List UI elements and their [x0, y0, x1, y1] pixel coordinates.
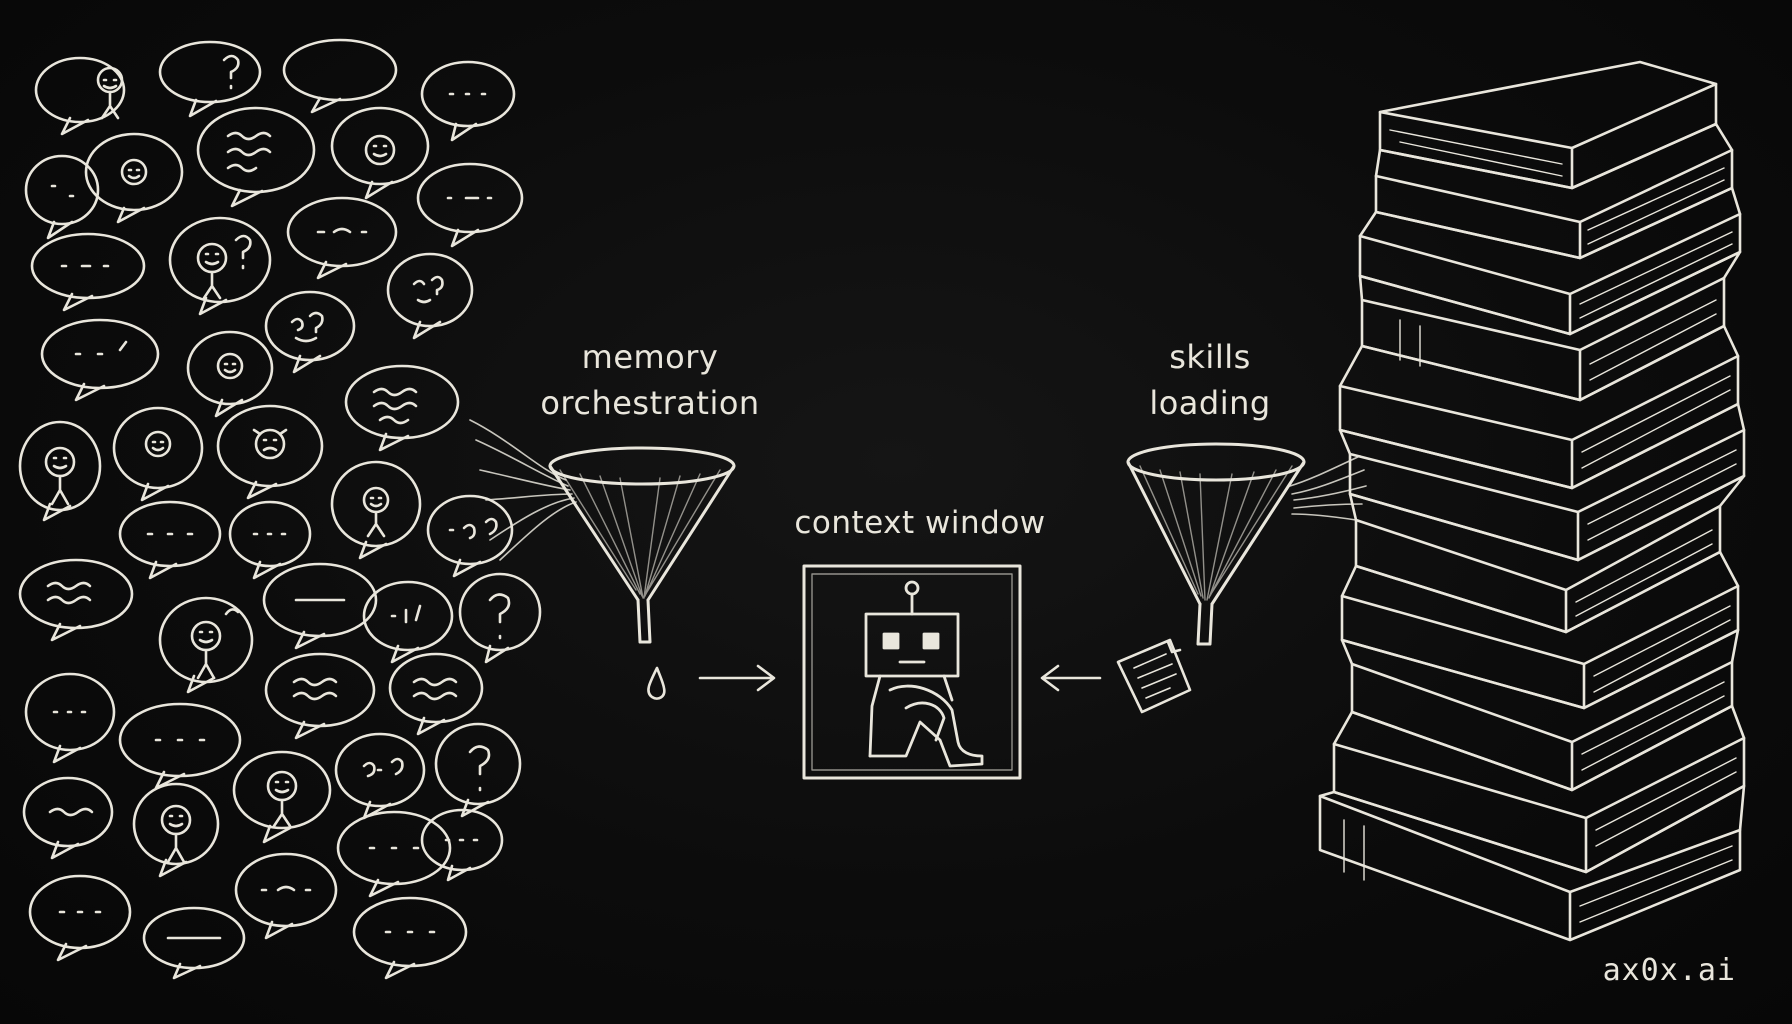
- speech-bubble-icon: [282, 38, 398, 114]
- speech-bubble-icon: [18, 420, 102, 522]
- book: [1340, 628, 1740, 792]
- speech-bubble-icon: [40, 318, 160, 402]
- memory-funnel-icon: [548, 446, 736, 644]
- book: [1378, 60, 1718, 190]
- speech-bubble-icon: [388, 652, 484, 736]
- speech-bubble-icon: [434, 722, 522, 818]
- skills-funnel-icon: [1126, 442, 1306, 646]
- context-window-label: context window: [794, 505, 1046, 541]
- speech-bubble-icon: [232, 750, 332, 844]
- book-stack-icon: [1318, 60, 1746, 942]
- speech-bubble-icon: [264, 290, 356, 374]
- skills-strands: [1289, 455, 1367, 521]
- speech-bubble-icon: [186, 330, 274, 418]
- skills-label-line1: skills: [1169, 338, 1251, 376]
- speech-bubble-icon: [420, 808, 504, 882]
- speech-bubble-icon: [18, 558, 134, 642]
- speech-bubble-icon: [118, 500, 222, 580]
- memory-orchestration-label: memory orchestration: [520, 334, 780, 426]
- context-window-frame: [802, 564, 1022, 780]
- skills-loading-label: skills loading: [1120, 334, 1300, 426]
- speech-bubble-icon: [168, 216, 272, 316]
- speech-bubble-icon: [420, 60, 516, 142]
- speech-bubble-icon: [112, 406, 204, 502]
- speech-bubble-icon: [458, 572, 542, 664]
- speech-bubble-icon: [158, 596, 254, 694]
- speech-bubble-icon: [286, 196, 398, 280]
- speech-bubble-icon: [330, 106, 430, 200]
- memory-strands: [469, 419, 577, 561]
- book: [1348, 474, 1746, 634]
- speech-bubble-icon: [264, 652, 376, 740]
- speech-bubble-icon: [118, 702, 242, 790]
- document-icon: [1116, 638, 1192, 714]
- robot-icon: [864, 580, 984, 768]
- skills-label-line2: loading: [1149, 384, 1271, 422]
- speech-bubble-icon: [228, 500, 312, 580]
- speech-bubble-icon: [334, 732, 426, 820]
- speech-bubble-icon: [196, 106, 316, 208]
- speech-bubble-icon: [234, 852, 338, 940]
- speech-bubble-icon: [262, 562, 378, 650]
- memory-label-line2: orchestration: [540, 384, 760, 422]
- speech-bubble-icon: [142, 906, 246, 980]
- speech-bubble-icon: [216, 404, 324, 500]
- drop-icon: [647, 666, 666, 700]
- speech-bubble-icon: [352, 896, 468, 980]
- speech-bubble-icon: [24, 154, 100, 240]
- speech-bubble-icon: [158, 40, 262, 118]
- book: [1340, 550, 1740, 710]
- speech-bubble-icon: [336, 810, 452, 898]
- speech-bubble-icon: [426, 494, 514, 578]
- book: [1338, 402, 1746, 562]
- book: [1358, 250, 1742, 402]
- speech-bubble-icon: [28, 874, 132, 962]
- speech-bubble-icon: [30, 232, 146, 312]
- speech-bubbles: [18, 38, 542, 980]
- book: [1318, 784, 1746, 942]
- speech-bubble-icon: [416, 162, 524, 248]
- speech-bubble-icon: [84, 132, 184, 224]
- speech-bubble-icon: [132, 782, 220, 878]
- watermark: ax0x.ai: [1602, 953, 1736, 988]
- speech-bubble-icon: [344, 364, 460, 452]
- memory-label-line1: memory: [581, 338, 719, 376]
- speech-bubble-icon: [22, 776, 114, 860]
- speech-bubble-icon: [330, 460, 422, 560]
- speech-bubble-icon: [386, 252, 474, 340]
- arrow-right-icon: [698, 664, 776, 692]
- speech-bubble-icon: [24, 672, 116, 764]
- speech-bubble-icon: [34, 56, 126, 136]
- speech-bubble-icon: [362, 580, 454, 664]
- arrow-left-icon: [1040, 664, 1102, 692]
